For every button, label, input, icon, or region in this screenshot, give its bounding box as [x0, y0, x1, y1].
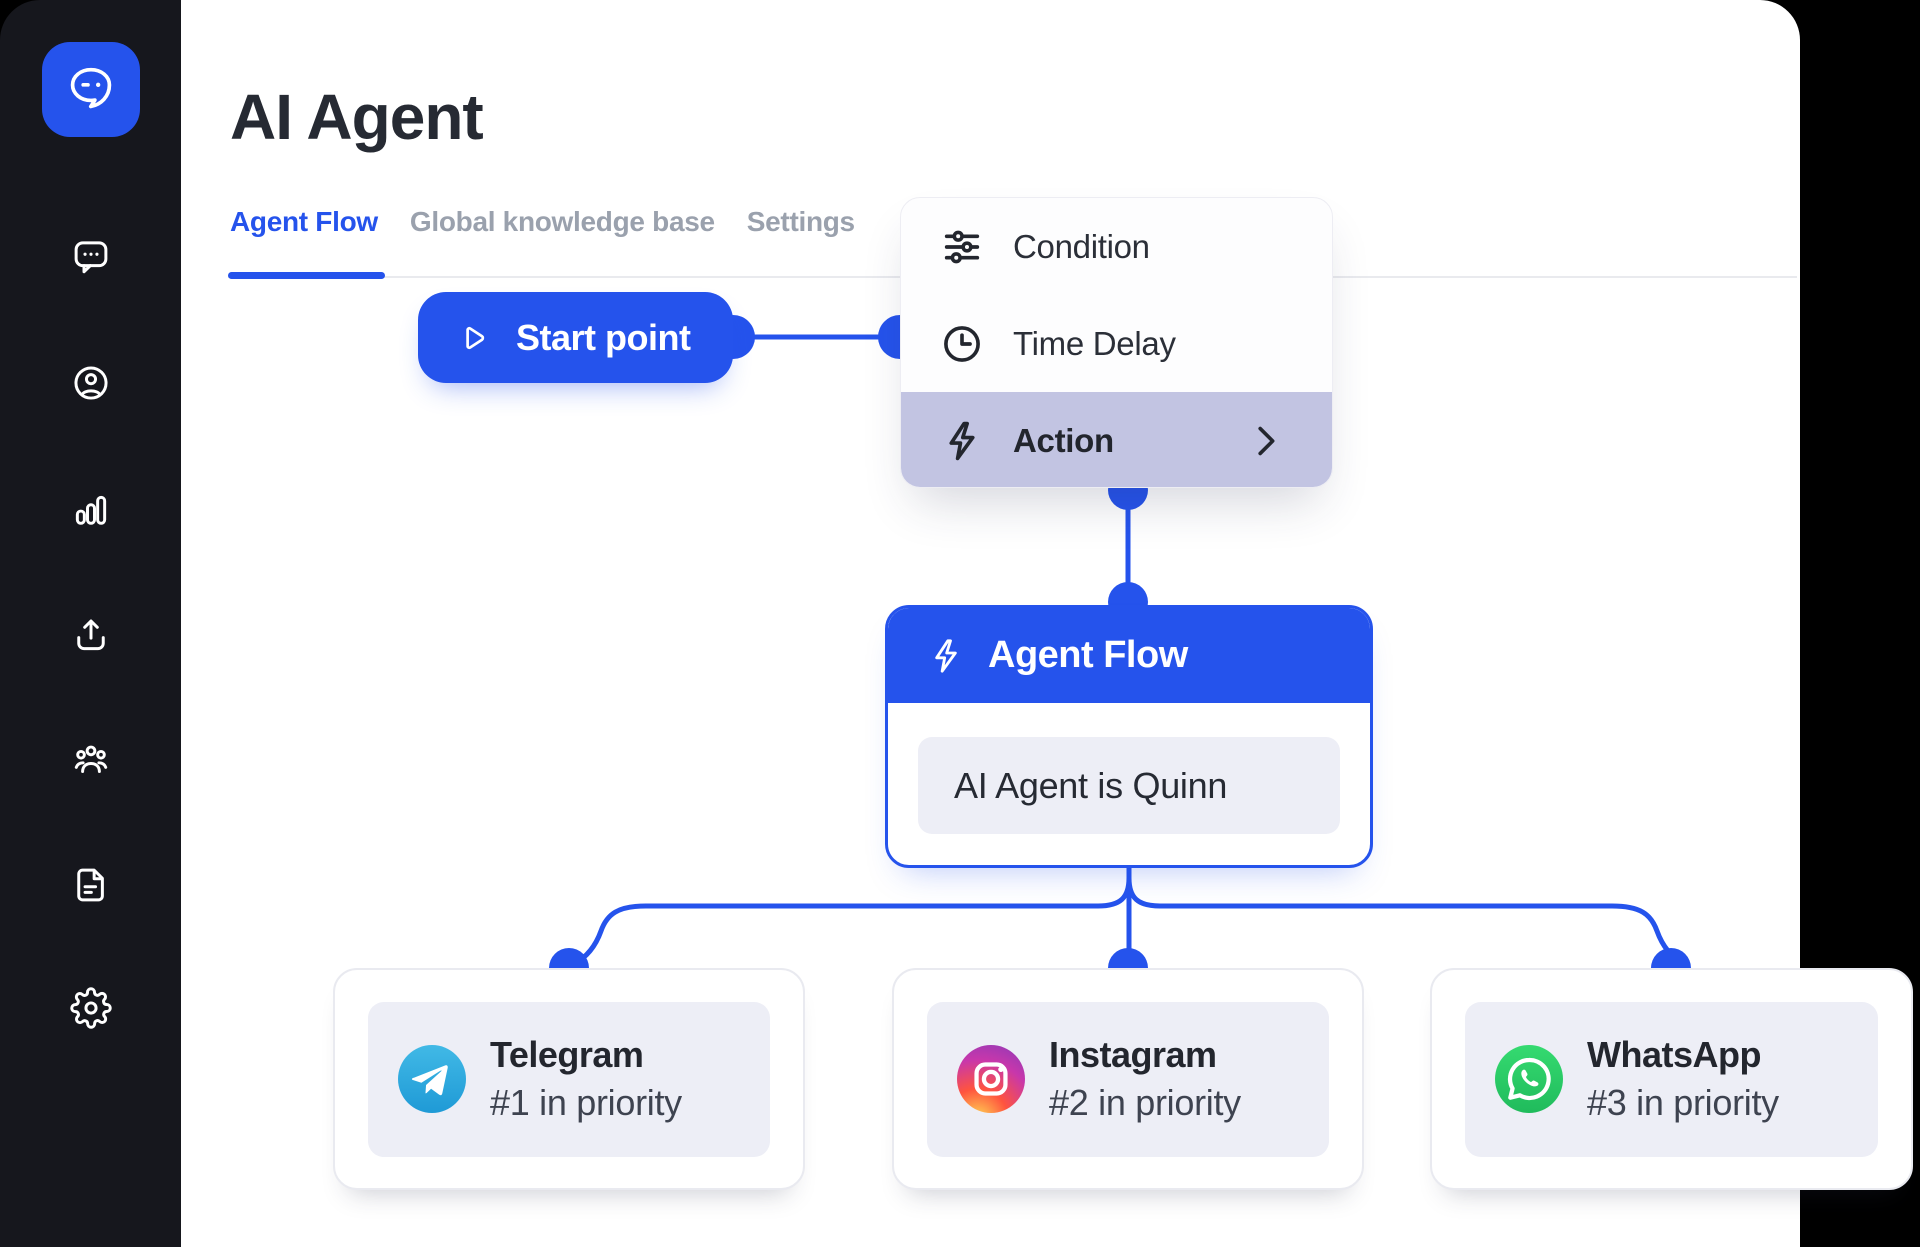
tab-bar: Agent Flow Global knowledge base Setting…	[230, 206, 855, 238]
sidebar-item-settings[interactable]	[69, 986, 113, 1030]
agent-flow-node-description: AI Agent is Quinn	[918, 737, 1340, 834]
menu-item-label: Time Delay	[1013, 324, 1176, 362]
chat-bubble-icon	[74, 241, 108, 274]
menu-item-time-delay[interactable]: Time Delay	[901, 295, 1332, 392]
gear-icon	[70, 987, 112, 1029]
agent-flow-node-title: Agent Flow	[988, 634, 1188, 676]
menu-item-label: Condition	[1013, 227, 1150, 265]
agent-flow-node-body: AI Agent is Quinn	[888, 703, 1370, 865]
sidebar-item-profile[interactable]	[69, 361, 113, 405]
sidebar-item-analytics[interactable]	[69, 488, 113, 532]
start-point-node[interactable]: Start point	[418, 292, 733, 383]
sidebar-item-export[interactable]	[69, 613, 113, 657]
chevron-right-icon	[1258, 426, 1275, 455]
menu-item-label: Action	[1013, 421, 1114, 459]
tab-settings[interactable]: Settings	[746, 206, 855, 237]
start-point-label: Start point	[516, 316, 691, 358]
tab-agent-flow[interactable]: Agent Flow	[230, 206, 378, 237]
chatbot-logo-icon	[65, 61, 117, 118]
users-icon	[74, 745, 108, 774]
agent-flow-node[interactable]: Agent Flow AI Agent is Quinn	[885, 605, 1373, 868]
upload-icon	[77, 619, 105, 651]
channel-name: WhatsApp	[1587, 1034, 1761, 1075]
sliders-icon	[944, 230, 980, 263]
menu-item-condition[interactable]: Condition	[901, 198, 1332, 295]
node-type-menu: Condition Time Delay Action	[900, 197, 1333, 488]
lightning-icon	[935, 638, 957, 673]
channel-priority: #1 in priority	[490, 1082, 682, 1123]
clock-icon	[944, 325, 980, 362]
menu-item-action[interactable]: Action	[901, 392, 1332, 487]
lightning-icon	[949, 421, 975, 460]
active-tab-underline	[228, 272, 385, 279]
tab-global-knowledge-base[interactable]: Global knowledge base	[409, 206, 715, 237]
whatsapp-icon	[1495, 1045, 1563, 1113]
channel-node-instagram[interactable]: Instagram #2 in priority	[892, 968, 1364, 1190]
sidebar-item-team[interactable]	[69, 738, 113, 782]
channel-name: Telegram	[490, 1034, 644, 1075]
channel-priority: #2 in priority	[1049, 1082, 1241, 1123]
play-icon	[466, 326, 485, 349]
bar-chart-icon	[75, 495, 107, 525]
agent-flow-node-header: Agent Flow	[888, 608, 1370, 703]
channel-node-inner: Instagram #2 in priority	[927, 1001, 1329, 1157]
user-circle-icon	[74, 366, 108, 400]
sidebar-item-messages[interactable]	[69, 234, 113, 278]
channel-name: Instagram	[1049, 1034, 1217, 1075]
app-logo[interactable]	[42, 42, 140, 137]
sidebar-item-documents[interactable]	[69, 863, 113, 907]
document-icon	[77, 868, 104, 902]
channel-priority: #3 in priority	[1587, 1082, 1779, 1123]
channel-node-inner: Telegram #1 in priority	[368, 1001, 770, 1157]
channel-node-telegram[interactable]: Telegram #1 in priority	[333, 968, 805, 1190]
instagram-icon	[957, 1045, 1025, 1113]
page-title: AI Agent	[230, 81, 484, 153]
channel-node-whatsapp[interactable]: WhatsApp #3 in priority	[1430, 968, 1913, 1190]
telegram-icon	[398, 1045, 466, 1113]
channel-node-inner: WhatsApp #3 in priority	[1465, 1001, 1878, 1157]
